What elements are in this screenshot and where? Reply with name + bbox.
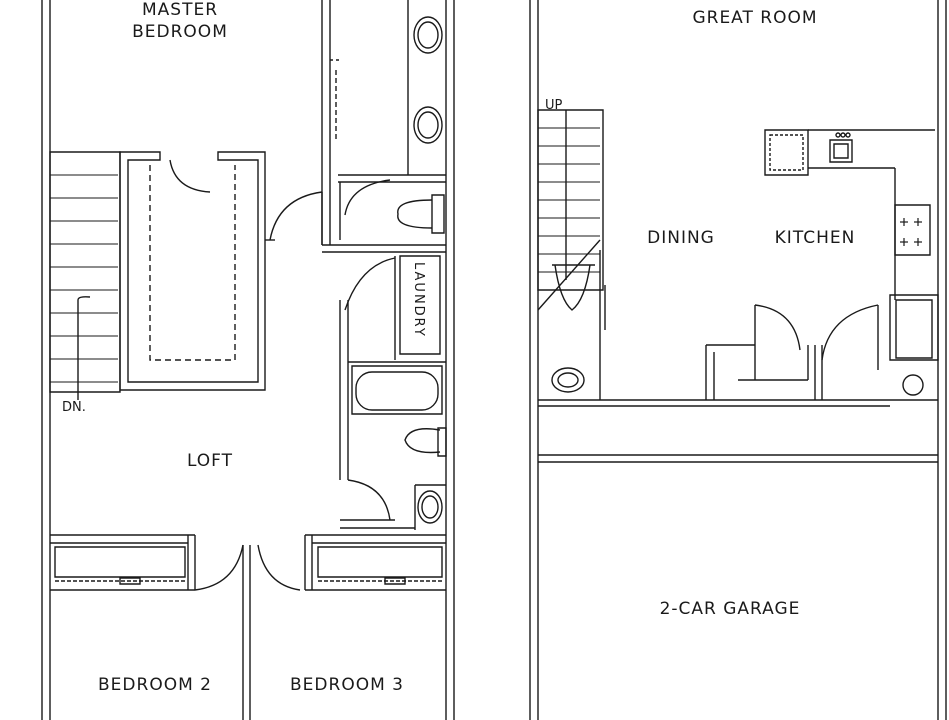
loft-label: LOFT [186, 451, 234, 471]
master-door [265, 192, 322, 245]
powder-room [552, 250, 605, 400]
great-room-label: GREAT ROOM [692, 8, 818, 28]
master-bedroom-label: MASTER BEDROOM [120, 0, 240, 43]
stair-up-label: UP [545, 98, 563, 113]
lower-stair [538, 110, 603, 310]
garage-label: 2-CAR GARAGE [659, 599, 801, 619]
hall-bath [340, 300, 446, 530]
bedroom-2-label: BEDROOM 2 [98, 675, 212, 695]
stair-down-label: DN. [62, 400, 86, 415]
master-bedroom-label-line1: MASTER [141, 0, 219, 20]
upper-floor-walls [42, 0, 454, 720]
master-bath [322, 0, 446, 252]
bedroom-3-label: BEDROOM 3 [290, 675, 404, 695]
lower-floor-plan [530, 0, 946, 720]
kitchen-label: KITCHEN [774, 228, 856, 248]
upper-floor-plan [42, 0, 454, 720]
master-bedroom-label-line2: BEDROOM [132, 22, 228, 42]
kitchen-counters [765, 130, 938, 395]
dining-label: DINING [647, 228, 715, 248]
master-closet [120, 152, 265, 390]
bedroom-wall [50, 535, 446, 720]
upper-stair [50, 152, 120, 400]
pantry [706, 305, 878, 400]
laundry-label: LAUNDRY [411, 262, 426, 338]
